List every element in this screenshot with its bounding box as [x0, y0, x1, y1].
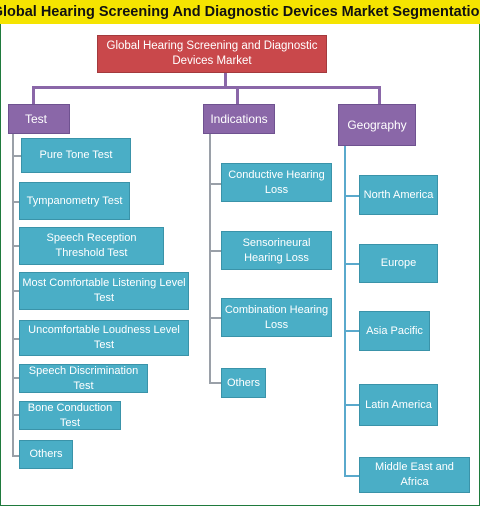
- leaf-node-indications: Conductive Hearing Loss: [221, 163, 332, 202]
- connector-test-item: [12, 155, 21, 157]
- connector-geography-spine: [344, 146, 346, 476]
- connector-indications-item: [209, 183, 223, 185]
- leaf-label: Latin America: [365, 398, 432, 411]
- leaf-label: Others: [226, 376, 260, 389]
- category-node-test: Test: [8, 104, 70, 134]
- leaf-label: Sensorineural Hearing Loss: [242, 236, 311, 264]
- leaf-node-indications: Others: [221, 368, 266, 398]
- leaf-node-geography: Asia Pacific: [359, 311, 430, 351]
- category-label-test: Test: [25, 111, 48, 126]
- leaf-label: Conductive Hearing Loss: [228, 168, 325, 196]
- category-label-geography: Geography: [347, 117, 407, 132]
- leaf-node-geography: Europe: [359, 244, 438, 283]
- connector-test-item: [12, 338, 21, 340]
- leaf-label: Combination Hearing Loss: [224, 303, 329, 331]
- connector-test-spine: [12, 134, 14, 456]
- leaf-node-test: Bone Conduction Test: [19, 401, 121, 430]
- connector-indications-spine: [209, 134, 211, 384]
- leaf-label: Bone Conduction Test: [27, 401, 113, 429]
- connector-indications-item: [209, 250, 223, 252]
- diagram-title: Global Hearing Screening And Diagnostic …: [0, 4, 480, 20]
- leaf-label: Most Comfortable Listening Level Test: [22, 277, 186, 304]
- category-label-indications: Indications: [210, 111, 268, 126]
- leaf-node-test: Speech Reception Threshold Test: [19, 227, 164, 265]
- connector-geography-item: [344, 263, 361, 265]
- connector-indications-item: [209, 317, 223, 319]
- connector-geography-item: [344, 475, 361, 477]
- leaf-label: Middle East and Africa: [375, 461, 454, 488]
- leaf-label: Pure Tone Test: [39, 149, 113, 161]
- leaf-label: Tympanometry Test: [26, 194, 123, 207]
- root-node: Global Hearing Screening and Diagnostic …: [97, 35, 327, 73]
- leaf-label: Uncomfortable Loudness Level Test: [28, 324, 180, 351]
- leaf-label: Speech Reception Threshold Test: [46, 232, 137, 259]
- leaf-label: Speech Discrimination Test: [28, 364, 139, 392]
- connector-test-item: [12, 290, 21, 292]
- connector-geography-item: [344, 330, 361, 332]
- leaf-label: Asia Pacific: [366, 324, 423, 337]
- leaf-node-test: Uncomfortable Loudness Level Test: [19, 320, 189, 356]
- connector-test-item: [12, 201, 21, 203]
- connector-test-item: [12, 377, 21, 379]
- root-node-label: Global Hearing Screening and Diagnostic …: [106, 40, 318, 67]
- leaf-node-indications: Sensorineural Hearing Loss: [221, 231, 332, 270]
- leaf-node-test: Tympanometry Test: [19, 182, 130, 220]
- leaf-label: North America: [363, 188, 434, 201]
- diagram-title-bar: Global Hearing Screening And Diagnostic …: [0, 0, 480, 24]
- leaf-node-test: Others: [19, 440, 73, 469]
- connector-indications-item: [209, 382, 223, 384]
- connector-root-down: [224, 73, 227, 88]
- category-node-geography: Geography: [338, 104, 416, 146]
- connector-to-indications: [236, 86, 239, 104]
- category-node-indications: Indications: [203, 104, 275, 134]
- leaf-node-test: Speech Discrimination Test: [19, 364, 148, 393]
- leaf-node-test: Pure Tone Test: [21, 138, 131, 173]
- connector-geography-item: [344, 404, 361, 406]
- connector-test-item: [12, 455, 21, 457]
- connector-horizontal-bar: [32, 86, 381, 89]
- connector-to-geography: [378, 86, 381, 104]
- connector-geography-item: [344, 195, 361, 197]
- connector-test-item: [12, 414, 21, 416]
- leaf-node-geography: North America: [359, 175, 438, 215]
- connector-to-test: [32, 86, 35, 104]
- leaf-node-indications: Combination Hearing Loss: [221, 298, 332, 337]
- leaf-label: Europe: [380, 257, 417, 269]
- leaf-node-geography: Middle East and Africa: [359, 457, 470, 493]
- leaf-node-test: Most Comfortable Listening Level Test: [19, 272, 189, 310]
- connector-test-item: [12, 245, 21, 247]
- leaf-label: Others: [29, 448, 63, 460]
- leaf-node-geography: Latin America: [359, 384, 438, 426]
